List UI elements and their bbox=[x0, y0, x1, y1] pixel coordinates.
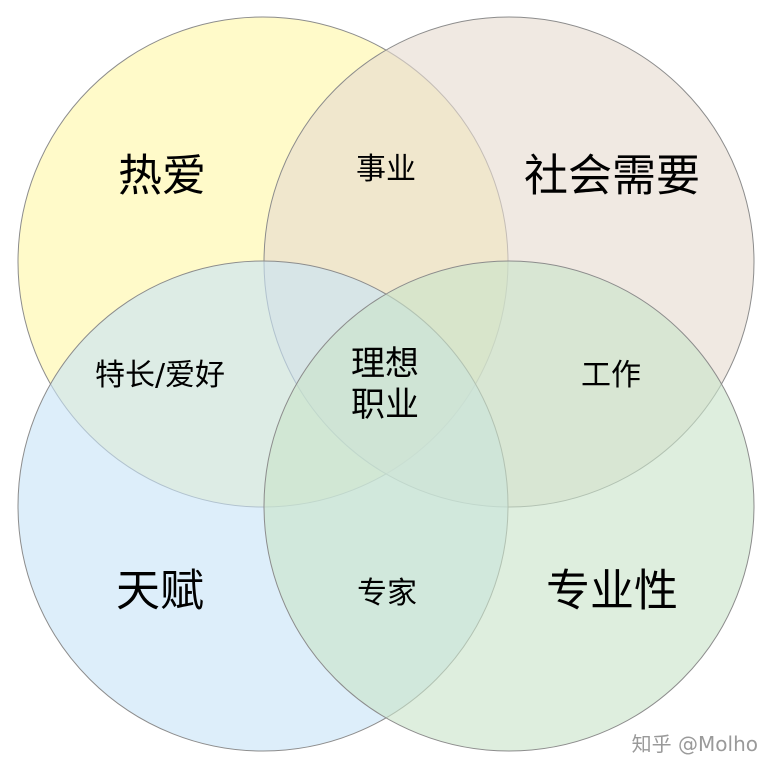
label-ideal-career-line1: 理想 bbox=[351, 344, 419, 385]
label-specialty-hobby: 特长/爱好 bbox=[94, 358, 226, 393]
label-ideal-career-line2: 职业 bbox=[351, 385, 419, 425]
label-professionalism: 专业性 bbox=[546, 565, 678, 617]
label-career: 事业 bbox=[356, 152, 416, 187]
label-society-needs: 社会需要 bbox=[524, 150, 700, 202]
circle-professionalism bbox=[263, 260, 755, 752]
watermark: 知乎 @Molho bbox=[631, 732, 758, 756]
label-ideal-career: 理想 职业 bbox=[351, 344, 419, 426]
label-passion: 热爱 bbox=[118, 150, 206, 202]
label-work: 工作 bbox=[581, 358, 641, 393]
label-expert: 专家 bbox=[357, 576, 417, 611]
label-talent: 天赋 bbox=[116, 565, 204, 617]
